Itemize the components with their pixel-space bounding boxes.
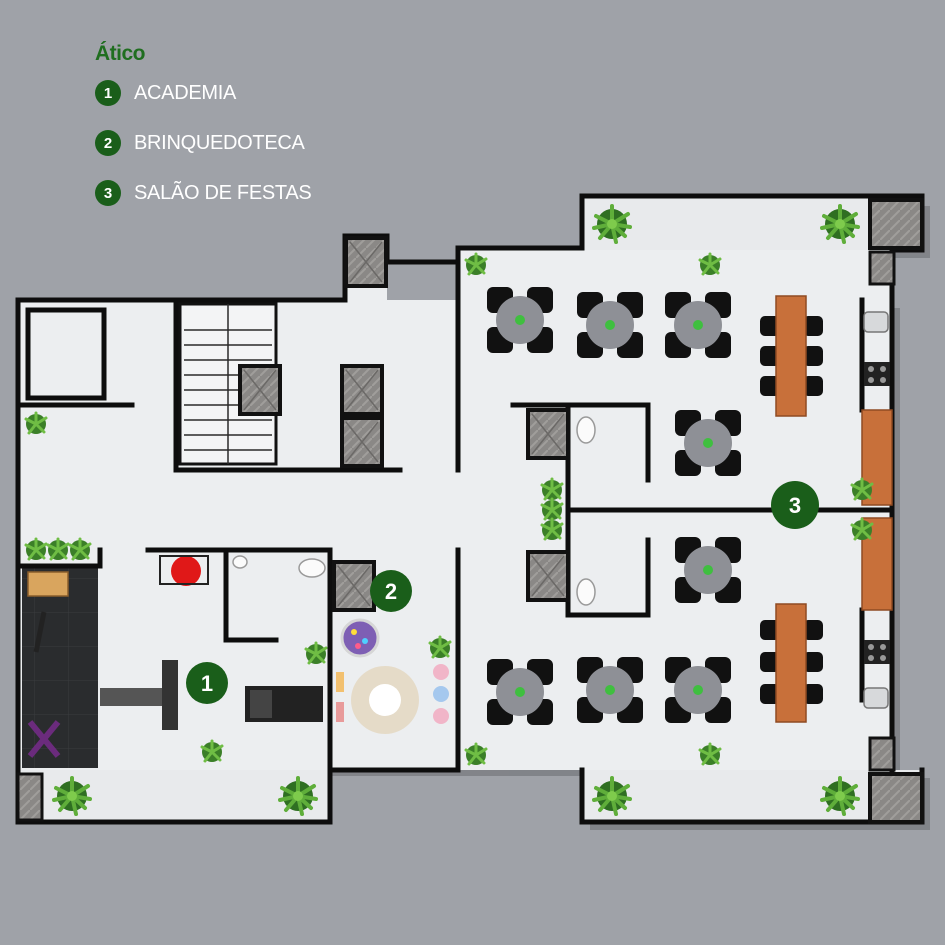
legend-label-brinquedoteca: BRINQUEDOTECA: [134, 131, 305, 154]
svg-text:3: 3: [789, 493, 801, 518]
stove-icon: [864, 640, 890, 664]
legend-label-academia: ACADEMIA: [134, 81, 237, 104]
bench-icon: [100, 688, 162, 706]
restroom-fixtures: [232, 416, 596, 606]
room-marker-3: 3: [771, 481, 819, 529]
long-tables: [760, 295, 823, 723]
legend-item-salao-de-festas: 3 SALÃO DE FESTAS: [95, 180, 425, 206]
service-boxes: [16, 198, 924, 824]
legend-badge-3: 3: [95, 180, 121, 206]
stove-icon: [864, 362, 890, 386]
kitchen-counters: [861, 311, 893, 709]
ball-pit-icon: [340, 618, 380, 658]
legend-label-salao-de-festas: SALÃO DE FESTAS: [134, 181, 312, 204]
sink-icon: [863, 311, 889, 333]
svg-text:2: 2: [385, 579, 397, 604]
room-marker-1: 1: [186, 662, 228, 704]
legend-item-academia: 1 ACADEMIA: [95, 80, 425, 106]
sink-icon: [863, 687, 889, 709]
legend-item-brinquedoteca: 2 BRINQUEDOTECA: [95, 130, 425, 156]
gym-equipment: [27, 555, 323, 758]
legend-badge-2: 2: [95, 130, 121, 156]
legend-badge-1: 1: [95, 80, 121, 106]
exercise-ball-icon: [171, 556, 201, 586]
room-marker-2: 2: [370, 570, 412, 612]
gym-floor-tiles: [22, 566, 98, 768]
legend: Ático 1 ACADEMIA 2 BRINQUEDOTECA 3 SALÃO…: [95, 42, 425, 230]
svg-text:1: 1: [201, 671, 213, 696]
playroom-items: [336, 618, 449, 734]
legend-title: Ático: [95, 42, 146, 65]
